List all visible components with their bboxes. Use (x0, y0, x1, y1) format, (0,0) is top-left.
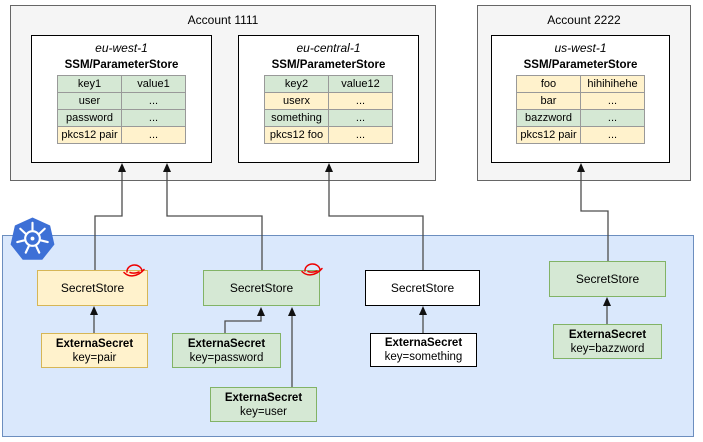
table-row: something ... (264, 109, 393, 127)
parameter-store-title: SSM/ParameterStore (64, 59, 179, 71)
secretstore-node-3: SecretStore (365, 270, 480, 306)
table-row: foo hihihihehe (516, 75, 645, 93)
region-box-eu-central-1: eu-central-1 SSM/ParameterStore key2 val… (238, 35, 419, 163)
param-key: pkcs12 pair (57, 126, 122, 144)
node-key: key=something (384, 351, 463, 363)
node-label: SecretStore (229, 281, 294, 295)
externalsecret-node-password: ExternaSecret key=password (172, 333, 281, 368)
table-row: bar ... (516, 92, 645, 110)
table-row: key2 value12 (264, 75, 393, 93)
parameter-store-title: SSM/ParameterStore (271, 59, 386, 71)
param-value: value1 (121, 75, 186, 93)
param-value: value12 (328, 75, 393, 93)
externalsecret-node-user: ExternaSecret key=user (210, 387, 317, 422)
param-key: key1 (57, 75, 122, 93)
red-hat-icon (122, 261, 146, 279)
param-key: foo (516, 75, 581, 93)
secretstore-node-4: SecretStore (549, 261, 666, 297)
parameter-table: key2 value12 userx ... something ... pkc… (264, 75, 393, 144)
param-value: ... (580, 126, 645, 144)
node-key: key=password (189, 351, 264, 364)
account-label: Account 2222 (547, 13, 621, 27)
table-row: pkcs12 pair ... (57, 126, 186, 144)
node-title: ExternaSecret (384, 337, 463, 349)
table-row: pkcs12 pair ... (516, 126, 645, 144)
region-name: eu-central-1 (296, 41, 361, 55)
param-value: ... (121, 126, 186, 144)
parameter-table: key1 value1 user ... password ... pkcs12… (57, 75, 186, 144)
node-title: ExternaSecret (568, 328, 647, 341)
node-key: key=bazzword (570, 342, 645, 355)
region-name: us-west-1 (554, 41, 607, 55)
param-key: password (57, 109, 122, 127)
kubernetes-icon (10, 217, 55, 262)
table-row: userx ... (264, 92, 393, 110)
param-key: bazzword (516, 109, 581, 127)
param-key: key2 (264, 75, 329, 93)
node-title: ExternaSecret (187, 337, 266, 350)
param-value: hihihihehe (580, 75, 645, 93)
node-label: SecretStore (60, 281, 125, 295)
param-value: ... (580, 92, 645, 110)
externalsecret-node-bazzword: ExternaSecret key=bazzword (553, 324, 662, 359)
region-box-eu-west-1: eu-west-1 SSM/ParameterStore key1 value1… (31, 35, 212, 163)
externalsecret-node-pair: ExternaSecret key=pair (41, 333, 148, 368)
param-value: ... (121, 109, 186, 127)
param-key: userx (264, 92, 329, 110)
node-title: ExternaSecret (224, 391, 303, 404)
region-name: eu-west-1 (95, 41, 148, 55)
param-value: ... (328, 109, 393, 127)
parameter-store-title: SSM/ParameterStore (523, 59, 638, 71)
node-label: SecretStore (390, 281, 455, 295)
param-value: ... (328, 92, 393, 110)
externalsecret-node-something: ExternaSecret key=something (370, 333, 477, 367)
param-value: ... (328, 126, 393, 144)
param-key: user (57, 92, 122, 110)
node-title: ExternaSecret (55, 337, 134, 350)
table-row: user ... (57, 92, 186, 110)
secretstore-node-2: SecretStore (203, 270, 320, 306)
table-row: password ... (57, 109, 186, 127)
param-value: ... (121, 92, 186, 110)
param-key: bar (516, 92, 581, 110)
param-key: pkcs12 pair (516, 126, 581, 144)
param-key: pkcs12 foo (264, 126, 329, 144)
param-key: something (264, 109, 329, 127)
node-key: key=user (240, 405, 287, 418)
red-hat-icon (300, 260, 324, 278)
account-label: Account 1111 (187, 13, 259, 27)
table-row: bazzword ... (516, 109, 645, 127)
table-row: key1 value1 (57, 75, 186, 93)
table-row: pkcs12 foo ... (264, 126, 393, 144)
region-box-us-west-1: us-west-1 SSM/ParameterStore foo hihihih… (491, 35, 670, 163)
node-label: SecretStore (575, 272, 640, 286)
param-value: ... (580, 109, 645, 127)
node-key: key=pair (72, 351, 117, 364)
parameter-table: foo hihihihehe bar ... bazzword ... pkcs… (516, 75, 645, 144)
